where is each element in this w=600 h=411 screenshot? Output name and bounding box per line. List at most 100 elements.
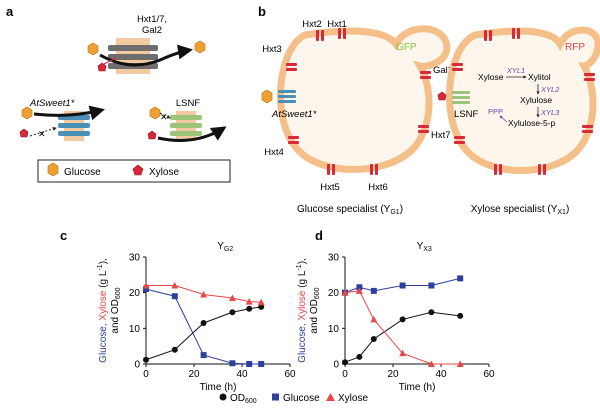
legend-glucose-label: Glucose <box>64 167 101 178</box>
series-line-od600 <box>145 306 262 361</box>
point-xylose <box>200 290 208 298</box>
glucose-icon <box>47 162 59 177</box>
point-xylose <box>370 315 378 323</box>
panel-a: a Hxt1/7, Gal2 AtSweet1* ✕ <box>6 4 231 183</box>
y-tick-label: 10 <box>129 324 141 335</box>
lsnf-cell-label: LSNF <box>454 109 478 120</box>
x-tick-label: 0 <box>143 369 149 380</box>
legend-xylose-text: Xylose <box>338 393 368 404</box>
point-xylose <box>142 282 150 289</box>
point-od600 <box>428 309 435 316</box>
hxt7-label: Hxt7 <box>431 130 451 141</box>
point-glucose <box>370 287 377 294</box>
point-od600 <box>171 346 178 353</box>
xylose-specialist-caption: Xylose specialist (YX1) <box>471 204 570 216</box>
lsnf-channel-bar <box>170 131 202 136</box>
hxt1-label: Hxt1 <box>327 19 347 30</box>
chart-legend: OD600 Glucose Xylose <box>219 393 368 405</box>
hxt-channel-bar <box>108 45 158 51</box>
point-glucose <box>428 282 435 289</box>
point-od600 <box>200 319 207 326</box>
x-tick-label: 20 <box>387 369 399 380</box>
y-tick-label: 30 <box>328 253 340 264</box>
lsnf-label: LSNF <box>176 98 200 109</box>
point-xylose <box>399 349 407 357</box>
point-od600 <box>399 316 406 323</box>
pathway-xylitol: Xylitol <box>528 72 551 82</box>
point-od600 <box>258 303 265 310</box>
panel-d-label: d <box>315 228 323 243</box>
glucose-specialist-caption: Glucose specialist (YG1) <box>297 204 403 216</box>
xylose-icon <box>437 91 447 101</box>
glucose-icon <box>261 89 273 104</box>
xylose-icon <box>132 164 144 176</box>
rfp-label: RFP <box>565 42 585 53</box>
sugar-legend: Glucose Xylose <box>37 159 231 183</box>
xylose-icon <box>147 130 157 140</box>
point-glucose <box>200 352 207 359</box>
x-tick-label: 40 <box>435 369 447 380</box>
legend-od-marker <box>219 393 227 401</box>
xylose-pathway: Xylose XYL1 Xylitol XYL2 Xylulose XYL3 X… <box>478 66 560 128</box>
sweet-cell-label: AtSweet1* <box>271 109 317 120</box>
series-line-xylose <box>146 285 262 303</box>
hxt-label-line2: Gal2 <box>142 25 162 36</box>
lsnf-transporter-diagram: LSNF ✕ <box>147 98 227 142</box>
sweet-label: AtSweet1* <box>29 98 75 109</box>
hxt4-label: Hxt4 <box>264 147 284 158</box>
panel-a-label: a <box>6 4 14 19</box>
y-tick-label: 20 <box>328 288 340 299</box>
point-od600 <box>229 309 236 316</box>
point-glucose <box>246 361 253 367</box>
x-tick-label: 20 <box>188 369 200 380</box>
point-xylose <box>171 282 179 289</box>
transport-arrow <box>33 105 105 121</box>
point-glucose <box>258 361 265 367</box>
point-glucose <box>171 293 178 300</box>
point-glucose <box>143 286 149 293</box>
point-xylose <box>355 287 363 294</box>
enzyme-xyl3: XYL3 <box>540 108 560 117</box>
point-od600 <box>457 312 464 319</box>
point-xylose <box>427 360 435 367</box>
xylose-inhibit-line <box>103 57 117 65</box>
transport-arrow <box>99 44 193 67</box>
sweet-channel-bar <box>58 123 90 128</box>
glucose-icon <box>149 106 161 120</box>
enzyme-xyl1: XYL1 <box>506 66 525 75</box>
lsnf-icon <box>452 91 470 104</box>
sweet-channel-bar <box>58 131 90 136</box>
point-od600 <box>342 359 348 366</box>
hxt-transporter-diagram: Hxt1/7, Gal2 <box>87 14 206 74</box>
point-od600 <box>143 356 149 363</box>
point-glucose <box>399 282 406 289</box>
enzyme-xyl2: XYL2 <box>540 85 560 94</box>
point-od600 <box>356 353 363 360</box>
legend-xylose-marker <box>326 393 335 401</box>
point-xylose <box>245 298 253 305</box>
hxt6-label: Hxt6 <box>368 182 388 193</box>
gfp-label: GFP <box>396 42 417 53</box>
hxt3-label: Hxt3 <box>262 44 282 55</box>
y-axis-label-od: and OD600 <box>309 287 321 333</box>
y-tick-label: 0 <box>333 360 339 371</box>
x-tick-label: 0 <box>342 369 348 380</box>
series-line-xylose <box>344 290 461 365</box>
pathway-arrow <box>499 115 508 123</box>
glucose-icon <box>21 106 33 120</box>
x-axis-label: Time (h) <box>200 382 237 393</box>
hxt5-label: Hxt5 <box>320 182 340 193</box>
pathway-ppp: PPP <box>488 107 503 116</box>
cell-body <box>277 25 451 173</box>
y-tick-label: 20 <box>129 288 141 299</box>
legend-od-label: OD600 <box>230 393 257 405</box>
blocked-mark: ✕ <box>38 129 46 139</box>
x-tick-label: 60 <box>284 369 296 380</box>
sweet-icon <box>278 90 296 103</box>
point-glucose <box>356 284 363 291</box>
point-xylose <box>228 294 236 302</box>
point-glucose <box>457 275 464 282</box>
y-axis-label: Glucose, Xylose (g L-1), <box>296 258 308 363</box>
